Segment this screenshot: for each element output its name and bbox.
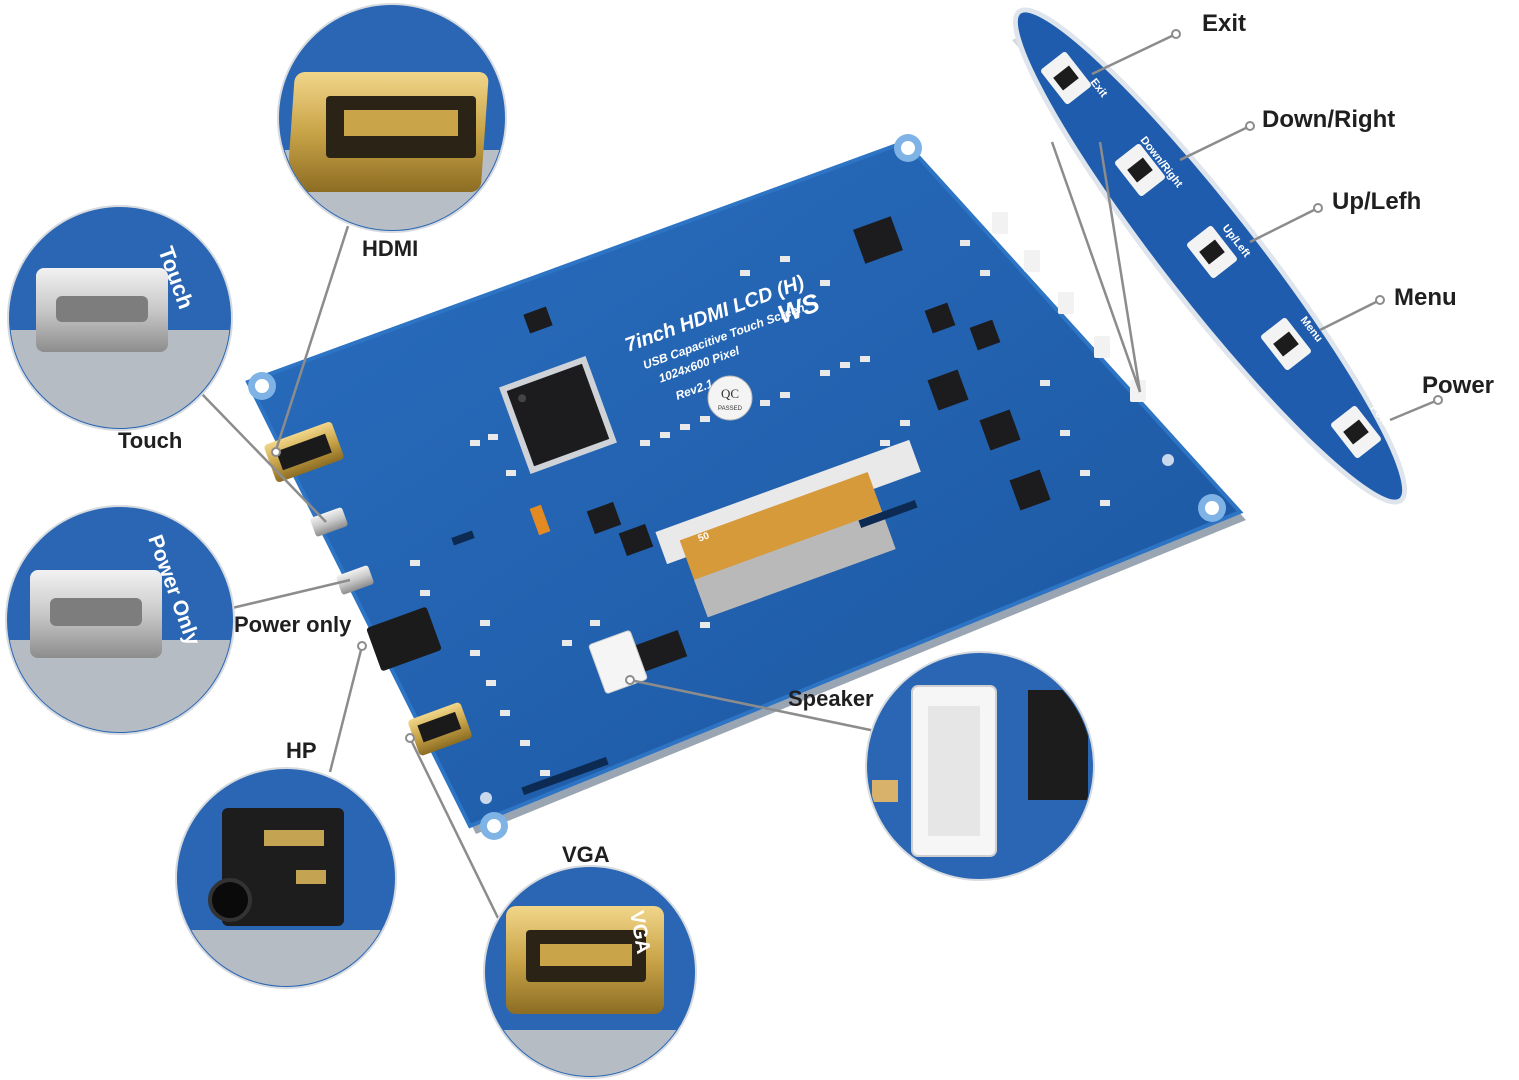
usb-controller-chip (853, 216, 903, 264)
board-slot (858, 499, 918, 529)
board-side-buttons (992, 212, 1146, 402)
line-exit (1091, 32, 1177, 76)
qc-sticker: QC PASSED (707, 375, 753, 421)
hdmi-zoom (277, 3, 507, 233)
mount-hole-center (487, 819, 501, 833)
strip-buttons (1041, 52, 1381, 458)
line-down-right (1179, 124, 1251, 162)
label-power: Power (1422, 372, 1495, 399)
callout-dot (1171, 29, 1181, 39)
label-hdmi: HDMI (362, 236, 419, 261)
audio-amp-chip (628, 629, 688, 675)
line-power (1389, 398, 1439, 422)
speaker-zoom (865, 651, 1095, 881)
line-hdmi (274, 225, 350, 451)
callout-lines (199, 32, 1439, 919)
qc-passed-text: PASSED (718, 406, 743, 412)
callout-dot (1245, 121, 1255, 131)
label-vga: VGA (562, 842, 610, 867)
power-chip (969, 319, 1001, 351)
touch-zoom: Touch (7, 205, 233, 431)
passive-components (410, 240, 1110, 776)
label-speaker: Speaker (788, 686, 874, 711)
pcb-body (245, 139, 1244, 829)
lcd-board: 50 7inch HDMI LCD ( (245, 134, 1246, 840)
mount-hole-center (901, 141, 915, 155)
label-down-right: Down/Right (1262, 106, 1396, 133)
hdmi-port (264, 422, 344, 482)
line-hp (328, 645, 364, 773)
power-chip (979, 409, 1021, 451)
callout-dot (405, 733, 415, 743)
label-power-only: Power only (234, 612, 352, 637)
power-chip (927, 369, 969, 411)
small-chip (523, 306, 553, 334)
board-slot (521, 756, 609, 796)
callout-dot (1433, 395, 1443, 405)
regulator-chip (586, 501, 622, 535)
strip-button-menu (1261, 318, 1311, 370)
label-exit: Exit (1202, 10, 1247, 37)
hp-zoom (175, 767, 397, 989)
power-usb-port (336, 565, 374, 595)
vga-zoom: VGA (483, 865, 697, 1079)
label-touch: Touch (118, 428, 183, 453)
mount-hole-center (255, 379, 269, 393)
line-up-left (1249, 206, 1319, 244)
button-strip-zoom: Exit Down/Right Up/Left Menu Power (1012, 7, 1408, 505)
mount-hole-center (1205, 501, 1219, 515)
strip-button-down-right (1115, 144, 1165, 196)
via-pad (480, 792, 492, 804)
line-strip-to-board (1050, 141, 1142, 393)
qc-text: QC (721, 386, 739, 401)
callout-dots (271, 29, 1443, 743)
via-pad (1162, 454, 1174, 466)
power-chip (924, 302, 956, 334)
line-strip-to-board-2 (1098, 141, 1142, 393)
board-slot (451, 530, 475, 546)
power-only-zoom: Power Only (5, 505, 235, 735)
line-vga (408, 737, 500, 919)
callout-dot (1375, 295, 1385, 305)
strip-button-power (1331, 406, 1381, 458)
line-touch (199, 391, 327, 523)
label-menu: Menu (1394, 284, 1457, 311)
label-hp: HP (286, 738, 317, 763)
line-menu (1319, 298, 1381, 332)
callout-dot (271, 447, 281, 457)
fpc-connector: 50 (655, 439, 921, 618)
callout-dot (625, 675, 635, 685)
callout-dot (1313, 203, 1323, 213)
headphone-jack (366, 607, 442, 671)
vga-port (408, 702, 472, 756)
fpc-pin-label: 50 (697, 530, 712, 544)
strip-button-exit (1041, 52, 1091, 104)
main-controller-chip (499, 356, 617, 474)
power-chip (1009, 469, 1051, 511)
line-speaker (629, 678, 881, 734)
regulator-chip (618, 523, 654, 557)
strip-button-up-left (1187, 226, 1237, 278)
label-up-left: Up/Lefh (1332, 188, 1422, 215)
callout-dot (357, 641, 367, 651)
line-power-only (231, 578, 351, 610)
small-flex (529, 504, 551, 536)
